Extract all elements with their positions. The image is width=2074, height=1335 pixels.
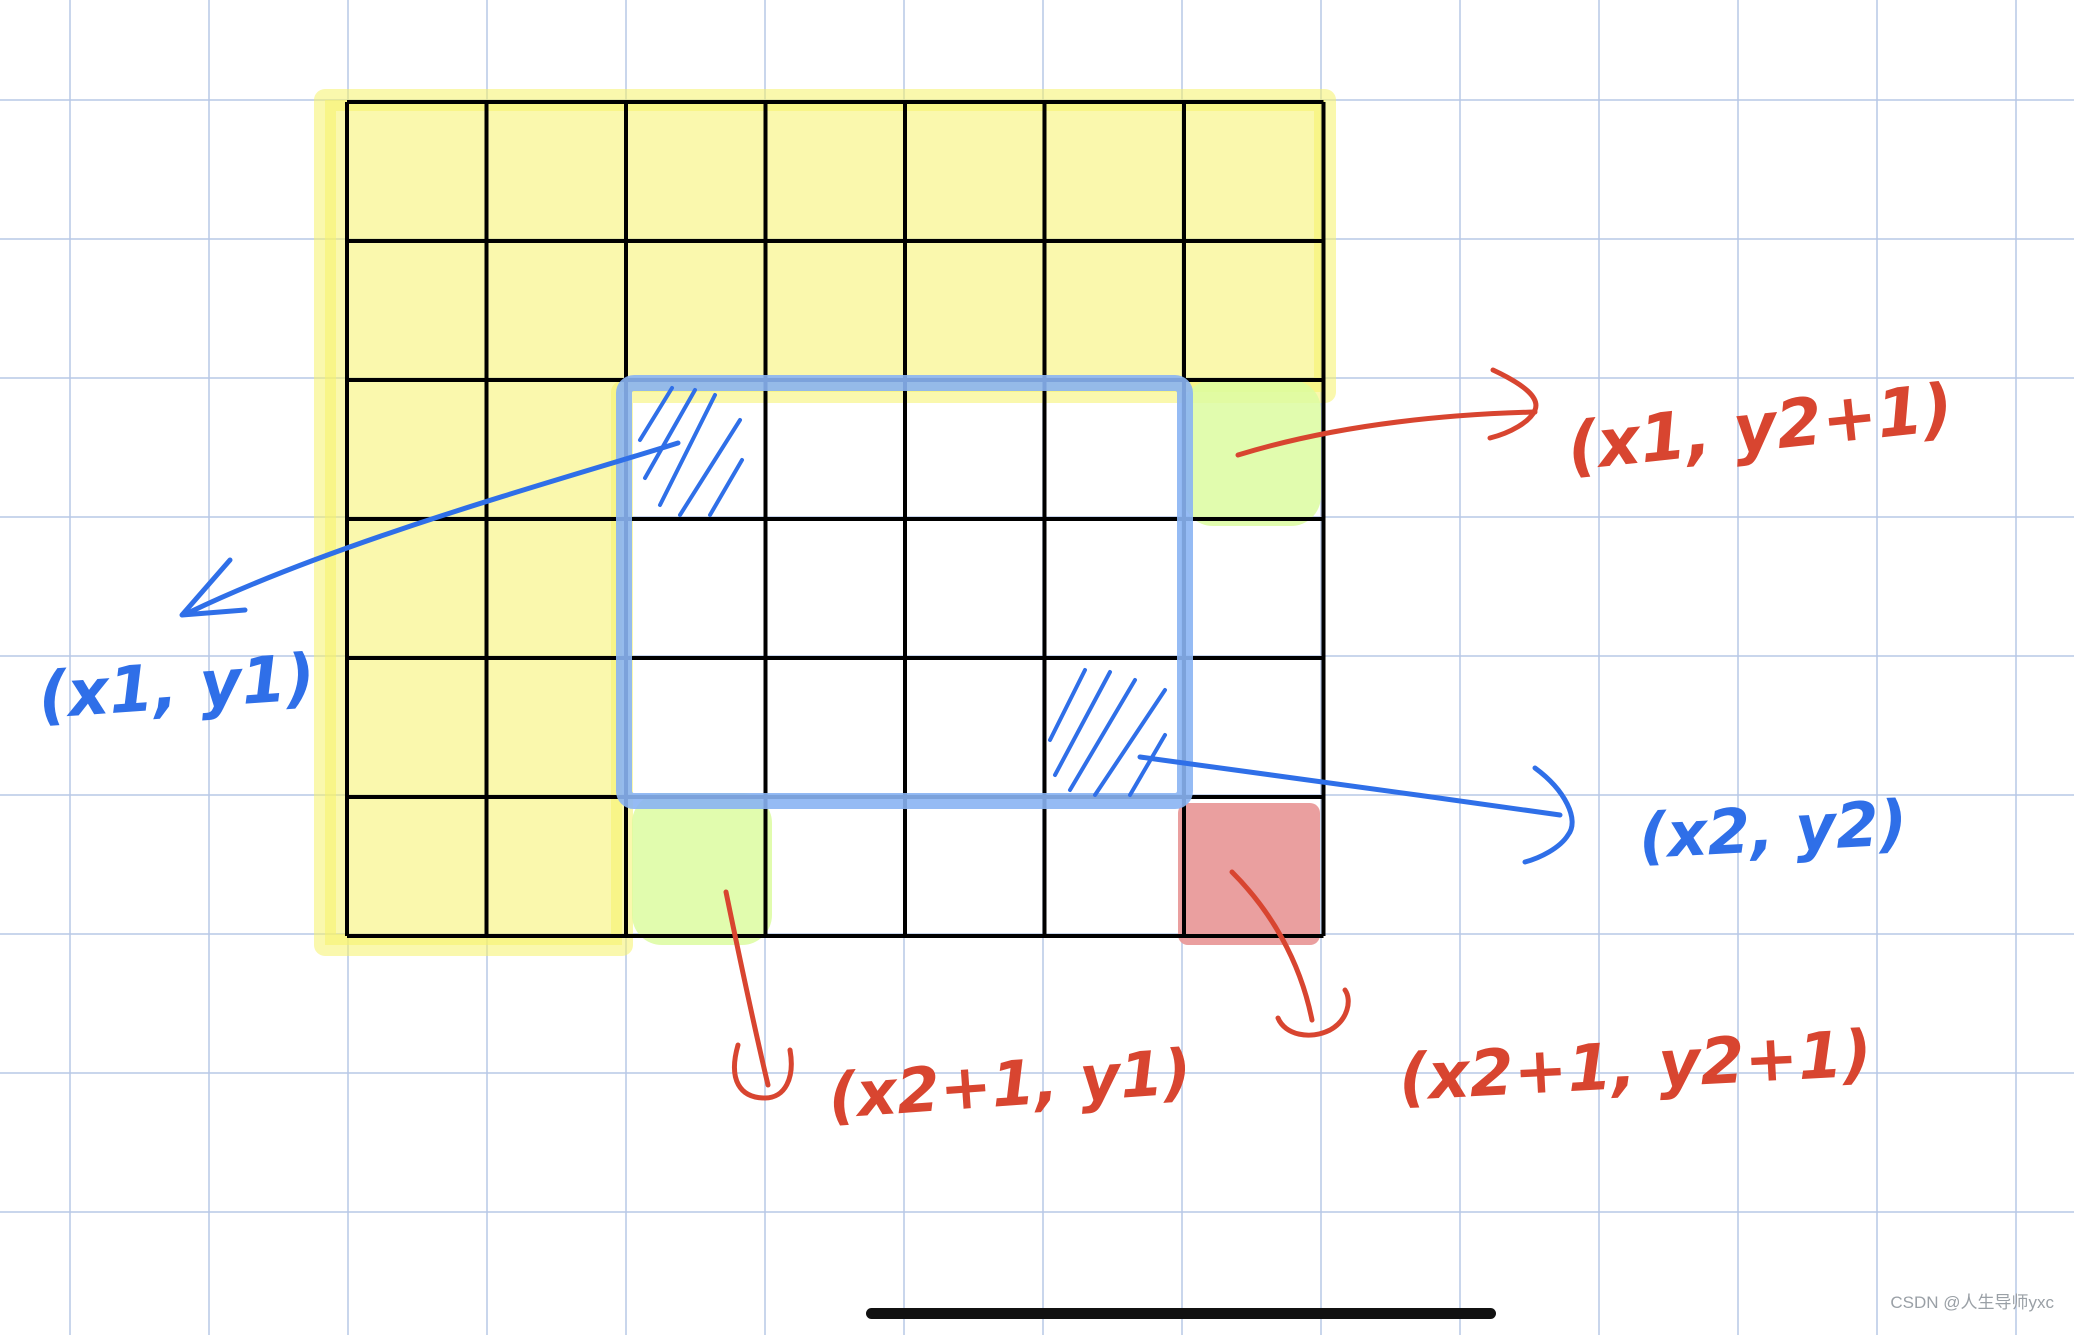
label-corner-neighbor: (x2+1, y2+1) [1397, 1017, 1874, 1116]
arrow-corner [1229, 869, 1351, 1038]
arrow-bottom-left [723, 889, 794, 1101]
corner-cell [1178, 803, 1320, 945]
home-indicator[interactable] [866, 1308, 1496, 1319]
arrow-bottom-right [1137, 754, 1575, 865]
arrow-top-left [179, 440, 681, 618]
subrect-border [616, 375, 1193, 809]
label-bottom-left-neighbor: (x2+1, y1) [826, 1035, 1194, 1133]
hatch-top-left [638, 386, 744, 517]
hatch-bottom-right [1048, 668, 1167, 797]
watermark: CSDN @人生导师yxc [1890, 1293, 2054, 1312]
neighbor-cell-bottom-left [632, 793, 772, 945]
prefix-highlight [314, 89, 1336, 956]
label-top-right-neighbor: (x1, y2+1) [1564, 369, 1957, 486]
label-bottom-right: (x2, y2) [1637, 786, 1909, 873]
arrow-top-right [1235, 367, 1539, 458]
label-top-left: (x1, y1) [36, 641, 318, 734]
